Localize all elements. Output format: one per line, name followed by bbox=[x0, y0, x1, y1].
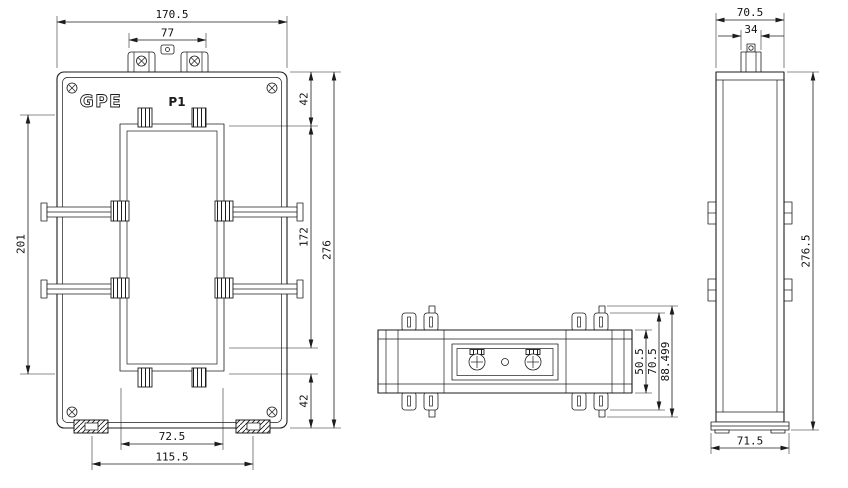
dim-side-terminal-width-label: 34 bbox=[744, 23, 758, 36]
dim-clip-depth: 70.5 bbox=[610, 312, 665, 411]
side-view: 70.5 34 276.5 71.5 bbox=[707, 6, 819, 454]
dim-foot-outer-span: 115.5 bbox=[91, 436, 254, 470]
enclosure-body-inner-line bbox=[62, 77, 282, 423]
window-opening-inner-line bbox=[126, 130, 218, 365]
dim-overall-depth: 88.499 bbox=[607, 305, 678, 418]
mounting-foot-right bbox=[235, 419, 271, 434]
dim-overall-height-label: 276 bbox=[321, 240, 334, 260]
dim-window-to-bottom: 42 bbox=[229, 373, 341, 429]
brand-logo: GPE bbox=[80, 92, 123, 112]
terminal-screw-icon bbox=[748, 45, 754, 51]
dim-foot-inner-span: 72.5 bbox=[120, 388, 224, 450]
side-screw-left-lower bbox=[40, 279, 112, 299]
dim-foot-inner-span-label: 72.5 bbox=[159, 430, 186, 443]
side-body bbox=[715, 71, 785, 423]
dim-side-top-width-label: 70.5 bbox=[737, 6, 764, 19]
side-base bbox=[710, 421, 790, 434]
dim-foot-outer-span-label: 115.5 bbox=[155, 451, 188, 464]
dim-overall-width-label: 170.5 bbox=[155, 8, 188, 21]
clamp-block-right-upper bbox=[214, 200, 234, 222]
clamp-block-left-lower bbox=[110, 277, 130, 299]
dim-side-terminal-span-label: 201 bbox=[15, 234, 28, 254]
mounting-clips-top bbox=[401, 312, 609, 332]
clamp-block-bottom-left bbox=[137, 367, 153, 388]
dim-window-height: 172 bbox=[229, 125, 318, 349]
dim-window-to-bottom-label: 42 bbox=[298, 394, 311, 407]
dim-overall-width: 170.5 bbox=[56, 8, 288, 68]
side-screw-left-upper bbox=[40, 202, 112, 222]
secondary-terminal-block bbox=[451, 343, 559, 381]
dim-side-base-width-label: 71.5 bbox=[737, 435, 764, 448]
dim-side-terminal-width: 34 bbox=[718, 23, 784, 50]
corner-screw-top-right bbox=[266, 82, 278, 94]
side-screw-right-upper bbox=[232, 202, 304, 222]
dim-side-top-width: 70.5 bbox=[715, 6, 785, 68]
corner-screw-top-left bbox=[66, 82, 78, 94]
top-center-tab bbox=[160, 44, 175, 55]
bottom-view: 50.5 70.5 88.499 bbox=[377, 305, 678, 418]
dim-primary-terminal-span-label: 77 bbox=[161, 27, 174, 40]
clamp-block-left-upper bbox=[110, 200, 130, 222]
mounting-foot-left bbox=[73, 419, 109, 434]
window-opening bbox=[119, 123, 225, 372]
dim-top-to-window-label: 42 bbox=[298, 92, 311, 105]
clamp-block-top-right bbox=[191, 107, 207, 128]
dim-body-depth-label: 50.5 bbox=[633, 348, 646, 375]
front-view: GPE P1 bbox=[15, 8, 341, 470]
dim-window-height-label: 172 bbox=[298, 227, 311, 247]
dim-body-depth: 50.5 bbox=[633, 329, 652, 394]
corner-screw-bottom-left bbox=[66, 406, 78, 418]
dim-side-base-width: 71.5 bbox=[710, 433, 790, 454]
mounting-clips-bottom bbox=[401, 391, 609, 411]
primary-terminal-left bbox=[127, 51, 156, 75]
clamp-block-bottom-right bbox=[191, 367, 207, 388]
p1-terminal-label: P1 bbox=[168, 95, 185, 109]
primary-terminal-right bbox=[180, 51, 209, 75]
dim-side-overall-height-label: 276.5 bbox=[800, 234, 813, 267]
dim-overall-depth-label: 88.499 bbox=[659, 342, 672, 382]
side-top-terminal bbox=[740, 43, 762, 73]
dim-overall-height: 276 bbox=[321, 71, 337, 429]
dim-top-to-window: 42 bbox=[229, 71, 341, 127]
corner-screw-bottom-right bbox=[266, 406, 278, 418]
center-pin-icon bbox=[501, 358, 509, 366]
dim-clip-depth-label: 70.5 bbox=[646, 348, 659, 375]
clamp-block-right-lower bbox=[214, 277, 234, 299]
clamp-block-top-left bbox=[137, 107, 153, 128]
dim-side-overall-height: 276.5 bbox=[787, 71, 819, 431]
dim-side-terminal-span: 201 bbox=[15, 114, 55, 375]
dim-primary-terminal-span: 77 bbox=[128, 27, 207, 48]
side-screw-right-lower bbox=[232, 279, 304, 299]
